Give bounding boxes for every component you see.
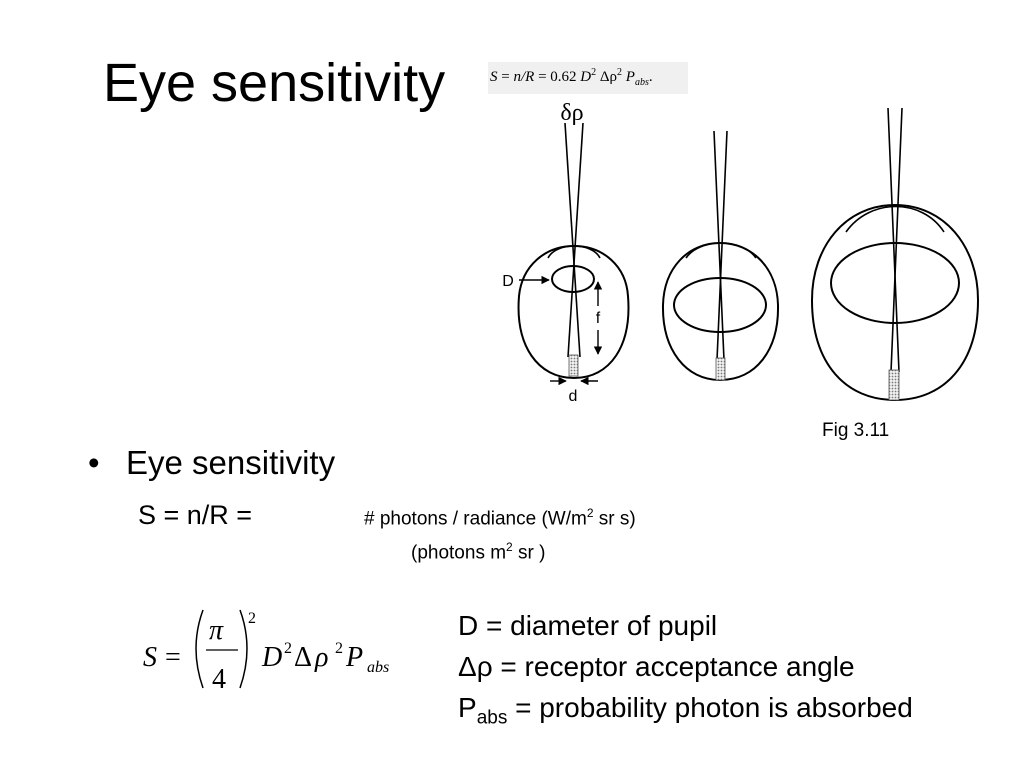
units-line-2-a: (photons m xyxy=(411,542,507,564)
eye-medium-ray-left xyxy=(713,130,725,361)
definition-absorption-subscript: abs xyxy=(476,707,508,729)
bullet-marker: • xyxy=(88,444,100,481)
caption-period: . xyxy=(648,69,653,85)
eye-small-cornea xyxy=(547,245,601,259)
eye-small-outline xyxy=(517,244,630,380)
units-line-1-exponent: 2 xyxy=(586,506,594,520)
eye-medium-receptor xyxy=(715,357,726,381)
slide-title: Eye sensitivity xyxy=(103,53,446,113)
units-line-1-a: # photons / radiance (W/m xyxy=(364,508,587,530)
sensitivity-equation: S = π 4 2 D 2 Δ ρ 2 P abs xyxy=(143,609,389,695)
caption-delta-rho: Δρ xyxy=(596,69,618,85)
caption-n-over-r: n/R xyxy=(513,69,535,85)
eq-d-exponent: 2 xyxy=(284,640,292,657)
eq-rho-exponent: 2 xyxy=(335,640,343,657)
eye-medium-ray-right xyxy=(716,130,728,361)
eye-medium-cornea xyxy=(685,242,757,259)
sensitivity-definition: S = n/R = xyxy=(138,500,253,530)
caption-d-exponent: 2 xyxy=(591,67,597,78)
eq-paren-exponent: 2 xyxy=(248,610,256,627)
caption-rho-exponent: 2 xyxy=(617,67,623,78)
eye-small-ray-right xyxy=(567,122,584,358)
eye-medium xyxy=(661,130,780,382)
bullet-item: • Eye sensitivity xyxy=(88,442,335,484)
eq-left-paren xyxy=(195,609,204,689)
eq-p: P xyxy=(345,642,363,673)
caption-s: S xyxy=(490,69,498,85)
pupil-diameter-label: D xyxy=(502,273,514,290)
eye-large-receptor xyxy=(888,369,900,401)
definition-acceptance-angle: Δρ = receptor acceptance angle xyxy=(458,651,855,682)
figure-formula-caption: S = n/R = 0.62 D2 Δρ2 Pabs. xyxy=(490,67,653,88)
caption-p-subscript: abs xyxy=(634,77,649,88)
receptor-width-label: d xyxy=(569,388,578,405)
units-line-2: (photons m2 sr ) xyxy=(411,540,545,564)
eye-small xyxy=(517,122,630,380)
bullet-text: Eye sensitivity xyxy=(126,444,336,481)
eq-rho: ρ xyxy=(314,642,328,673)
eye-large-lens xyxy=(830,242,960,324)
focal-length-label: f xyxy=(596,310,601,327)
formula-caption-background xyxy=(488,62,688,94)
definition-absorption-symbol: P xyxy=(458,692,477,723)
eq-delta: Δ xyxy=(294,642,312,673)
eq-equals: = xyxy=(165,642,181,673)
eye-large xyxy=(810,107,980,402)
caption-p: P xyxy=(622,69,635,85)
definition-absorption: Pabs = probability photon is absorbed xyxy=(458,690,913,737)
eye-small-ray-left xyxy=(564,122,581,358)
units-line-2-b: sr ) xyxy=(512,542,546,564)
eq-p-subscript: abs xyxy=(367,659,389,676)
caption-d: D xyxy=(580,69,592,85)
eye-diagram: δρ D f d xyxy=(502,100,980,405)
eq-right-paren xyxy=(239,609,248,689)
eye-large-cornea xyxy=(845,205,945,233)
eq-denominator: 4 xyxy=(212,664,226,695)
eye-small-lens xyxy=(551,265,595,293)
eye-large-ray-left xyxy=(887,107,900,373)
figure-label: Fig 3.11 xyxy=(822,420,890,441)
definition-pupil: D = diameter of pupil xyxy=(458,610,718,641)
eye-small-receptor xyxy=(568,354,579,377)
definition-absorption-text: = probability photon is absorbed xyxy=(507,692,913,723)
units-line-2-exponent: 2 xyxy=(506,540,513,554)
caption-equals: = xyxy=(497,69,514,85)
caption-coefficient: = 0.62 xyxy=(534,69,581,85)
delta-rho-label: δρ xyxy=(560,100,583,126)
units-line-1-b: sr s) xyxy=(593,508,636,530)
eq-d: D xyxy=(261,642,282,673)
eq-lhs: S xyxy=(143,642,157,673)
eye-large-ray-right xyxy=(890,107,903,373)
eq-numerator: π xyxy=(209,615,224,646)
units-line-1: # photons / radiance (W/m2 sr s) xyxy=(364,506,636,530)
